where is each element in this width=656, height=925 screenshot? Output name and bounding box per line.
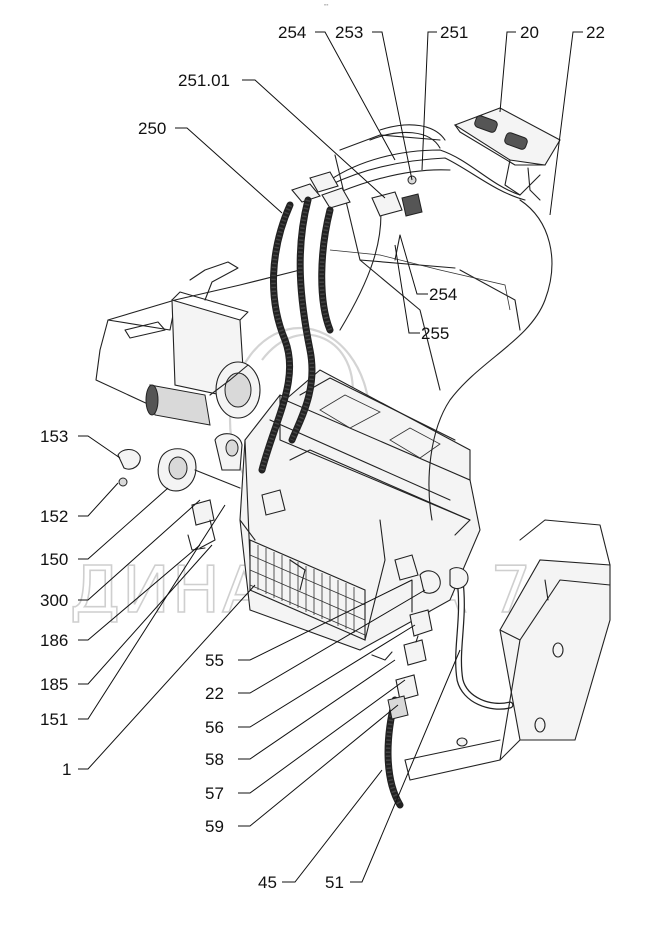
callout-151: 151 <box>40 710 68 729</box>
blower-motor <box>145 261 261 426</box>
callout-253: 253 <box>335 23 363 42</box>
dashboard-panel <box>95 134 521 406</box>
callout-45: 45 <box>258 873 277 892</box>
callout-22-low: 22 <box>205 684 224 703</box>
callout-250: 250 <box>138 119 166 138</box>
callout-1: 1 <box>62 760 71 779</box>
valve-assembly-150 <box>117 433 286 551</box>
callout-300: 300 <box>40 591 68 610</box>
callout-55: 55 <box>205 651 224 670</box>
callout-254-mid: 254 <box>429 285 457 304</box>
callout-20: 20 <box>520 23 539 42</box>
callout-labels: 254 253 251 20 22 251.01 250 254 255 153… <box>40 23 605 892</box>
control-panel-20 <box>453 107 561 201</box>
radiator-fins <box>249 545 366 636</box>
callout-255: 255 <box>421 324 449 343</box>
callout-22-top: 22 <box>586 23 605 42</box>
callout-153: 153 <box>40 427 68 446</box>
mounting-bracket <box>404 519 611 781</box>
callout-185: 185 <box>40 675 68 694</box>
callout-186: 186 <box>40 631 68 650</box>
callout-56: 56 <box>205 718 224 737</box>
callout-251: 251 <box>440 23 468 42</box>
callout-152: 152 <box>40 507 68 526</box>
top-mark: "" <box>324 4 329 10</box>
heater-unit-1 <box>239 369 481 651</box>
callout-51: 51 <box>325 873 344 892</box>
fittings-55-59 <box>371 554 469 720</box>
callout-251-01: 251.01 <box>178 71 230 90</box>
callout-58: 58 <box>205 750 224 769</box>
callout-254-top: 254 <box>278 23 306 42</box>
braided-cable-250 <box>258 196 334 474</box>
connectors-250-253 <box>291 171 423 217</box>
callout-150: 150 <box>40 550 68 569</box>
leader-lines <box>78 31 583 883</box>
wiring-harness <box>329 124 553 521</box>
callout-59: 59 <box>205 817 224 836</box>
callout-57: 57 <box>205 784 224 803</box>
